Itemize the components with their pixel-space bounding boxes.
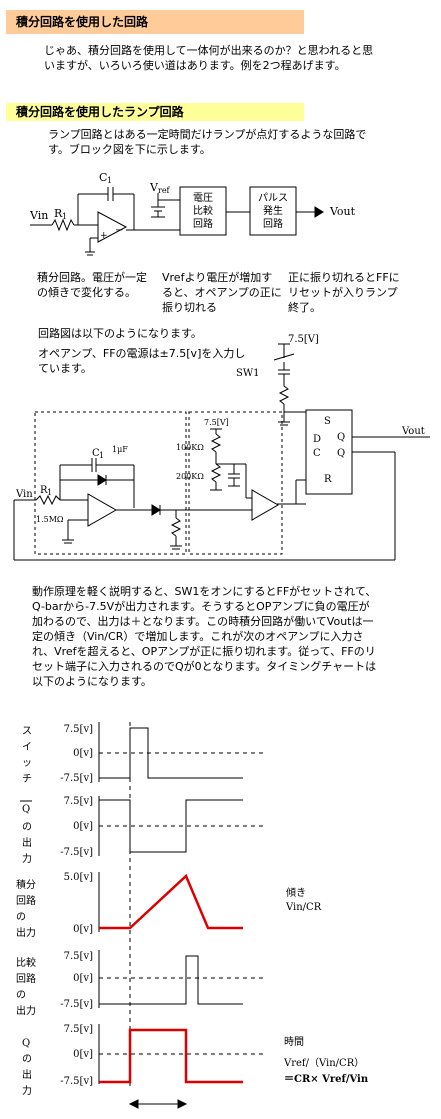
qbar-label-3: 出 (22, 836, 32, 849)
circuit-intro-line1: 回路図は以下のようになります。 (38, 327, 202, 340)
block-diagram: C 1 V ref Vin R 1 − + 電圧 比較 回路 パルス 発生 回路… (29, 171, 356, 256)
slope-title: 傾き (286, 886, 306, 899)
circuit-c1-value: 1μF (112, 445, 128, 454)
switch-label-4: チ (22, 773, 32, 785)
q-v-zero: 0[v] (73, 1049, 93, 1060)
integ-label-1: 積分 (16, 878, 36, 891)
comp-label-1: 比較 (16, 956, 36, 969)
time-title: 時間 (284, 1036, 304, 1048)
ramp-circuit-intro: ランプ回路とはある一定時間だけランプが点灯するような回路です。ブロック図を下に示… (48, 128, 367, 156)
block-vout-label: Vout (329, 205, 356, 218)
qbar-label-2: の (22, 822, 32, 833)
comp-label-4: 出力 (16, 1004, 36, 1017)
ff-q-label: Q (337, 432, 345, 443)
qbar-v-pos: 7.5[v] (64, 796, 93, 807)
integrator-waveform (99, 873, 243, 930)
comparator-box-line3: 回路 (193, 217, 213, 230)
comp-v-neg: -7.5[v] (60, 999, 93, 1010)
section-intro-text: じゃあ、積分回路を使用して一体何が出来るのか？と思われると思いますが、いろいろ使… (44, 44, 374, 72)
circuit-c1-sub: 1 (99, 451, 104, 460)
circuit-sw1-label: SW1 (236, 368, 260, 379)
block-vin-label: Vin (29, 209, 48, 222)
q-label-1: Q (22, 1038, 30, 1049)
switch-v-pos: 7.5[v] (64, 724, 93, 735)
switch-v-zero: 0[v] (73, 748, 93, 759)
time-formula-1: Vref/（Vin/CR） (283, 1057, 364, 1069)
comp-label-3: の (16, 990, 26, 1001)
integ-v-five: 5.0[v] (64, 872, 93, 883)
circuit-r200k: 200KΩ (176, 472, 204, 481)
ff-r-label: R (324, 474, 332, 485)
circuit-v75-mid: 7.5[V] (204, 418, 229, 427)
integ-label-3: の (16, 912, 26, 923)
caption-pulse: 正に振り切れるとFFにリセットが入りランプ終了。 (288, 271, 400, 314)
circuit-schematic: 7.5[V] SW1 S D C Q Q R Vout 7.5[V] 100KΩ… (13, 334, 430, 561)
block-opamp-minus: − (115, 225, 123, 236)
switch-label-3: ッ (22, 758, 32, 769)
q-label-3: 出 (22, 1068, 32, 1081)
comp-v-pos: 7.5[v] (64, 951, 93, 962)
switch-label-2: イ (22, 742, 32, 753)
qbar-v-neg: -7.5[v] (60, 847, 93, 858)
block-r1-sub: 1 (62, 212, 67, 221)
circuit-vout-label: Vout (401, 426, 425, 437)
comparator-box-line1: 電圧 (193, 192, 213, 204)
q-output-waveform (99, 1028, 243, 1084)
circuit-r1-value: 1.5MΩ (36, 515, 64, 524)
block-opamp-plus: + (100, 231, 108, 241)
circuit-r100k: 100KΩ (176, 443, 204, 452)
pulse-box-line3: 回路 (263, 217, 283, 230)
comparator-box-line2: 比較 (193, 204, 213, 217)
caption-comparator: Vrefより電圧が増加すると、オペアンプの正に振り切れる (162, 271, 282, 314)
circuit-vin-label: Vin (15, 489, 33, 500)
circuit-v75-top: 7.5[V] (288, 334, 319, 345)
block-c1-label: C (99, 171, 107, 184)
ff-qbar-label: Q (337, 448, 345, 459)
qbar-label-1: Q (22, 804, 30, 815)
comp-label-2: 回路 (16, 972, 36, 985)
slope-value: Vin/CR (285, 902, 322, 913)
block-r1-label: R (54, 207, 63, 220)
ff-s-label: S (324, 416, 331, 427)
switch-label-1: ス (22, 726, 32, 737)
circuit-r1-label: R (40, 485, 48, 496)
switch-v-neg: -7.5[v] (60, 773, 93, 784)
section-title-ramp-circuit: 積分回路を使用したランプ回路 (6, 103, 304, 121)
circuit-r1-sub: 1 (47, 488, 52, 497)
block-c1-sub: 1 (107, 176, 112, 185)
ff-c-label: C (313, 448, 321, 459)
integ-label-4: 出力 (16, 926, 36, 939)
circuit-c1-label: C (92, 448, 100, 459)
q-label-2: の (22, 1054, 32, 1065)
pulse-box-line2: 発生 (263, 204, 283, 217)
pulse-box-line1: パルス (258, 192, 288, 204)
caption-integrator: 積分回路。電圧が一定の傾きで変化する。 (37, 271, 147, 299)
highlight-waveforms (99, 873, 243, 1084)
block-vref-label: V (149, 181, 159, 194)
timing-chart: ス イ ッ チ Q の 出 力 積分 回路 の 出力 比較 回路 の 出力 Q … (16, 722, 369, 1109)
integ-label-2: 回路 (16, 894, 36, 907)
operation-explanation: 動作原理を軽く説明すると、SW1をオンにするとFFがセットされて、Q-barから… (32, 585, 377, 688)
circuit-intro-line2: オペアンプ、FFの電源は±7.5[v]を入力しています。 (38, 347, 246, 375)
ff-d-label: D (313, 434, 321, 445)
qbar-label-4: 力 (22, 852, 32, 865)
qbar-v-zero: 0[v] (73, 821, 93, 832)
q-v-neg: -7.5[v] (60, 1076, 93, 1087)
integ-v-zero: 0[v] (73, 924, 93, 935)
block-vref-sub: ref (158, 186, 171, 195)
q-v-pos: 7.5[v] (64, 1024, 93, 1035)
time-formula-2: ＝CR× Vref/Vin (284, 1074, 369, 1085)
q-label-4: 力 (22, 1084, 32, 1097)
section-title-integrator-use: 積分回路を使用した回路 (6, 10, 304, 34)
comp-v-zero: 0[v] (73, 973, 93, 984)
